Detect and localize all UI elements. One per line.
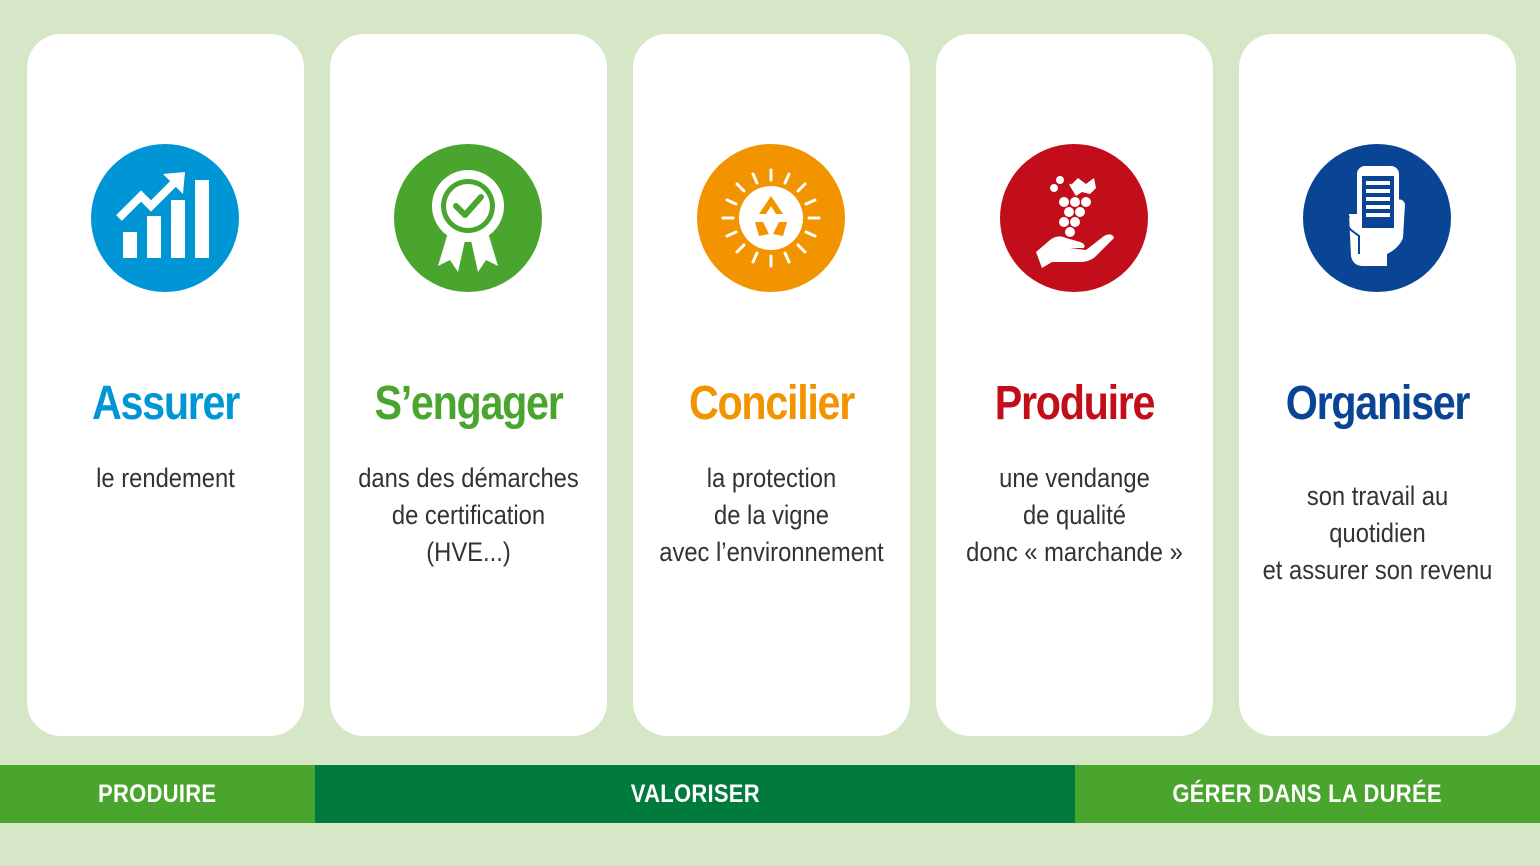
growth-chart-icon	[91, 144, 239, 292]
card-title: Concilier	[688, 377, 855, 430]
band-label: VALORISER	[630, 779, 760, 808]
cards-row: Assurer le rendement S’engager dans des …	[27, 34, 1516, 736]
hand-smartphone-icon	[1303, 144, 1451, 292]
card-title: Organiser	[1285, 377, 1471, 430]
card-description: dans des démarches de certification (HVE…	[358, 463, 579, 567]
band-label: GÉRER DANS LA DURÉE	[1172, 779, 1443, 808]
band-label: PRODUIRE	[98, 779, 217, 808]
card-concilier: Concilier la protection de la vigne avec…	[633, 34, 910, 736]
award-rosette-check-icon	[394, 144, 542, 292]
hand-grapes-icon	[1000, 144, 1148, 292]
card-title: S’engager	[374, 377, 564, 430]
card-title: Assurer	[91, 377, 240, 430]
card-produire: Produire une vendange de qualité donc « …	[936, 34, 1213, 736]
card-organiser: Organiser son travail au quotidien et as…	[1239, 34, 1516, 736]
band-valoriser: VALORISER	[315, 765, 1075, 823]
band-produire: PRODUIRE	[0, 765, 315, 823]
band-gerer-dans-la-duree: GÉRER DANS LA DURÉE	[1075, 765, 1540, 823]
recycle-sun-icon	[697, 144, 845, 292]
card-description: la protection de la vigne avec l’environ…	[659, 463, 884, 567]
card-description: une vendange de qualité donc « marchande…	[966, 463, 1183, 567]
card-description: son travail au quotidien et assurer son …	[1262, 481, 1493, 585]
card-sengager: S’engager dans des démarches de certific…	[330, 34, 607, 736]
card-title: Produire	[994, 377, 1156, 430]
card-assurer: Assurer le rendement	[27, 34, 304, 736]
card-description: le rendement	[96, 463, 235, 493]
